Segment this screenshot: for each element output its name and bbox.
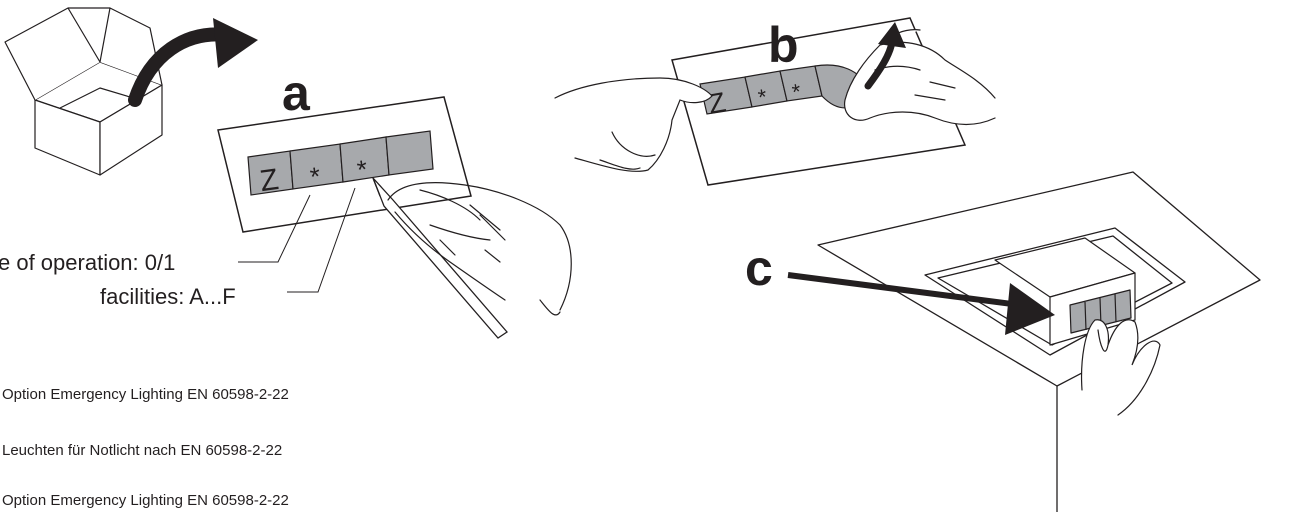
peel-arrow xyxy=(864,22,906,90)
label-sheet: Z * * xyxy=(217,96,472,233)
pressing-hand-icon xyxy=(1080,319,1161,416)
holding-hand-left-icon xyxy=(554,77,713,172)
label-strip xyxy=(247,130,434,196)
note-emergency-lighting-en: Option Emergency Lighting EN 60598-2-22 xyxy=(2,386,289,403)
writing-hand-icon xyxy=(387,182,572,316)
step-label-b: b xyxy=(768,17,799,73)
note-notlicht-de: Leuchten für Notlicht nach EN 60598-2-22 xyxy=(2,442,283,459)
leader-lines xyxy=(238,187,356,293)
note-emergency-lighting-en-2: Option Emergency Lighting EN 60598-2-22 xyxy=(2,492,289,509)
facilities-label: facilities: A...F xyxy=(100,284,236,309)
unpack-arrow xyxy=(128,18,258,107)
pencil-icon xyxy=(372,177,508,339)
label-cell-empty xyxy=(385,130,434,176)
ceiling-panel xyxy=(817,171,1261,512)
step-label-a: a xyxy=(282,65,311,121)
mode-of-operation-label: e of operation: 0/1 xyxy=(0,250,176,275)
label-cell-text: * xyxy=(355,154,369,185)
label-cell-text: * xyxy=(308,161,322,192)
luminaire xyxy=(994,237,1136,346)
label-cell-text: Z xyxy=(258,163,281,198)
insert-arrow xyxy=(787,272,1055,335)
step-label-c: c xyxy=(745,240,773,296)
